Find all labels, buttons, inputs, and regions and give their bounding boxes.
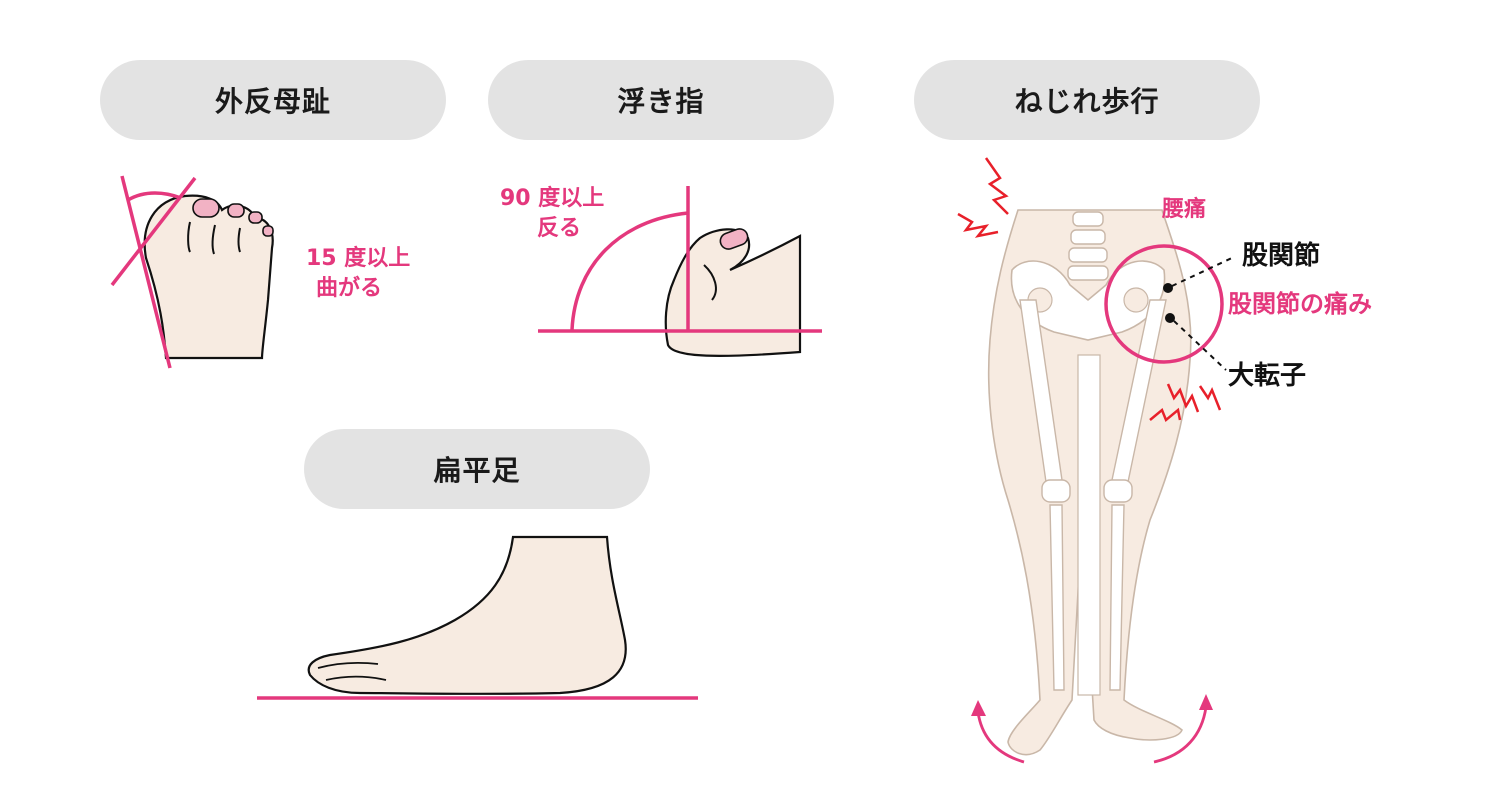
floating-note-line1: 90 度以上 [500, 185, 604, 211]
hallux-note-line2: 曲がる [316, 275, 382, 301]
greater-trochanter-dot [1165, 313, 1175, 323]
pain-mark-hip [1166, 383, 1200, 413]
toenail [262, 225, 274, 237]
hip-joint-dot [1163, 283, 1173, 293]
greater-trochanter-label: 大転子 [1228, 361, 1306, 391]
toenail [248, 211, 263, 224]
lower-back-pain-label: 腰痛 [1161, 196, 1206, 222]
trochanter-leader [1173, 320, 1227, 371]
foot-profile [307, 535, 627, 695]
pain-mark-hip [1198, 385, 1222, 411]
pain-mark-hip [1149, 407, 1182, 423]
twisted-gait-illustration [957, 157, 1235, 764]
crotch-gap [1077, 354, 1101, 696]
pain-mark-lower-back [984, 157, 1009, 215]
deviated-toe-line [110, 176, 197, 287]
foot-side-view [664, 228, 802, 357]
toenail [192, 198, 220, 218]
floating-note-line2: 反る [537, 216, 581, 241]
floating-toe-title: 浮き指 [488, 60, 834, 140]
pain-mark-lower-back [957, 212, 999, 238]
floating-toe-illustration [538, 186, 822, 357]
toenail [719, 228, 749, 250]
flat-foot-title: 扁平足 [304, 429, 650, 509]
rotation-arrow-right [1153, 706, 1208, 764]
spine [1067, 211, 1109, 281]
twisted-gait-title: ねじれ歩行 [914, 60, 1260, 140]
rotation-arrow-left [976, 711, 1025, 764]
hip-joint-circle [1104, 244, 1224, 364]
hallux-valgus-title: 外反母趾 [100, 60, 446, 140]
leg-bones [1019, 299, 1167, 691]
hip-joint-leader [1171, 256, 1235, 287]
axis-line [120, 175, 172, 369]
hip-joint-pain-label: 股関節の痛み [1228, 290, 1372, 318]
toenail [227, 203, 245, 218]
angle-quarter-arc [570, 211, 689, 331]
hallux-valgus-illustration [110, 175, 274, 369]
hip-joint-label: 股関節 [1242, 240, 1320, 271]
flat-foot-illustration [257, 535, 698, 700]
hallux-note-line1: 15 度以上 [306, 245, 410, 271]
angle-arc [127, 191, 182, 202]
